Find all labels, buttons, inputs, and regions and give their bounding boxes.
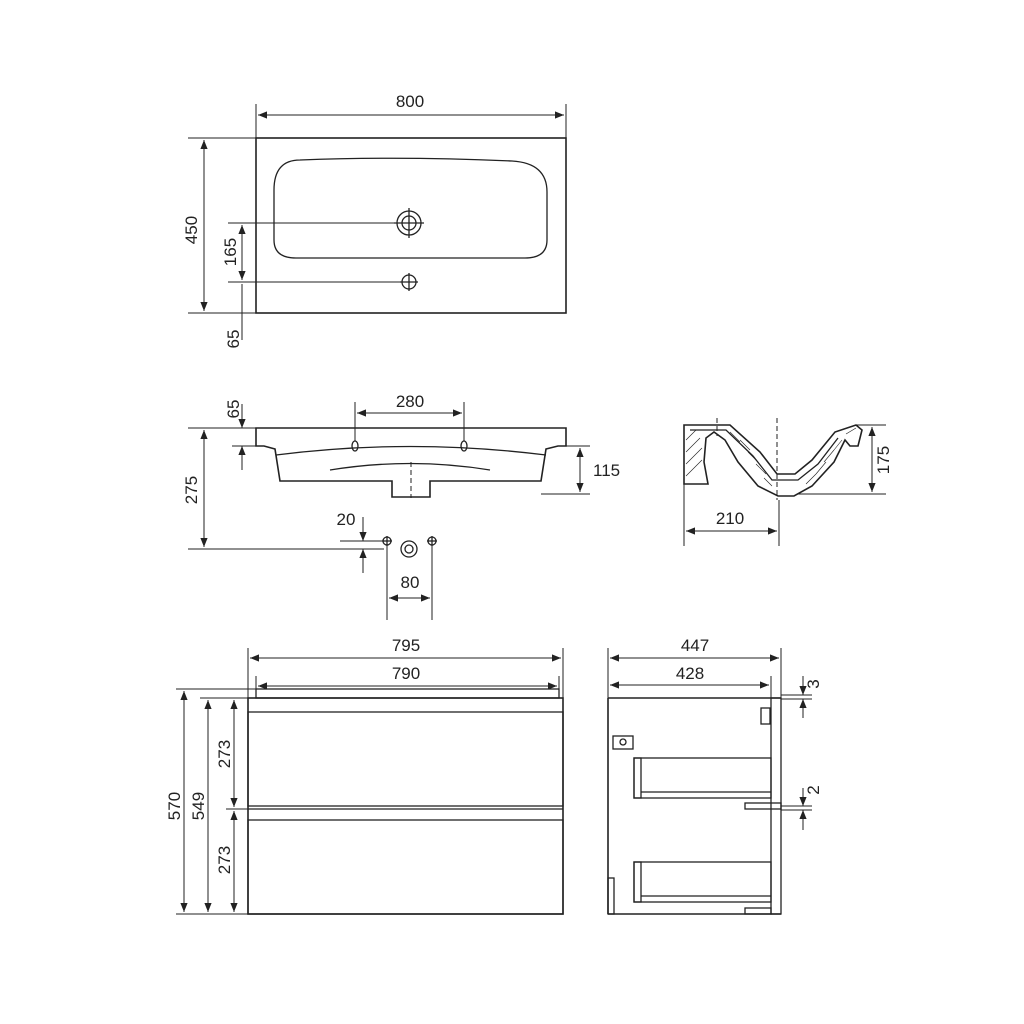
side-panel-back: [770, 697, 782, 915]
tap-hole-center-inner: [404, 544, 414, 554]
dim-275-label: 275: [182, 476, 201, 504]
drawer-lower: [247, 819, 564, 915]
dim-65-front-label: 65: [224, 400, 243, 419]
cabinet-top-panel: [255, 688, 560, 699]
tap-hole-left: [351, 440, 359, 452]
section-view: 175 210: [683, 418, 893, 546]
side-foot: [607, 877, 615, 915]
dim-3-label: 3: [804, 679, 823, 688]
dim-65-top-label: 65: [224, 330, 243, 349]
dim-790-label: 790: [392, 664, 420, 683]
bowl-outline-top: [273, 157, 548, 259]
wall-bracket: [760, 707, 771, 725]
dim-80-label: 80: [401, 573, 420, 592]
dim-210-label: 210: [716, 509, 744, 528]
dim-165-label: 165: [221, 238, 240, 266]
dim-570-label: 570: [165, 792, 184, 820]
dim-273-upper-label: 273: [215, 740, 234, 768]
basin-section-outer: [683, 424, 863, 497]
side-divider: [744, 802, 782, 810]
drawer-upper: [247, 711, 564, 807]
dim-795-label: 795: [392, 636, 420, 655]
dim-450-label: 450: [182, 216, 201, 244]
drawer-stopper: [612, 735, 634, 750]
basin-outline-top: [255, 137, 567, 314]
top-view: 800 450 165 65: [182, 92, 567, 349]
dim-800-label: 800: [396, 92, 424, 111]
dim-280-label: 280: [396, 392, 424, 411]
dim-2-label: 2: [804, 785, 823, 794]
basin-section-inner: [690, 429, 839, 481]
dim-428-label: 428: [676, 664, 704, 683]
dim-549-label: 549: [189, 792, 208, 820]
dim-273-lower-label: 273: [215, 846, 234, 874]
dim-447-label: 447: [681, 636, 709, 655]
section-hatching: [685, 427, 857, 487]
dim-175-label: 175: [874, 446, 893, 474]
tap-hole-right: [460, 440, 468, 452]
cabinet-side-view: 447 428 3 2: [607, 636, 823, 915]
dim-20-label: 20: [337, 510, 356, 529]
basin-profile-front: [255, 427, 567, 498]
dim-115-label: 115: [593, 461, 620, 480]
cabinet-front-view: 795 790 570 549 273 273: [165, 636, 564, 915]
tap-hole-center-outer: [400, 540, 418, 558]
front-view: 280 65 275 115 20 80: [182, 392, 620, 620]
